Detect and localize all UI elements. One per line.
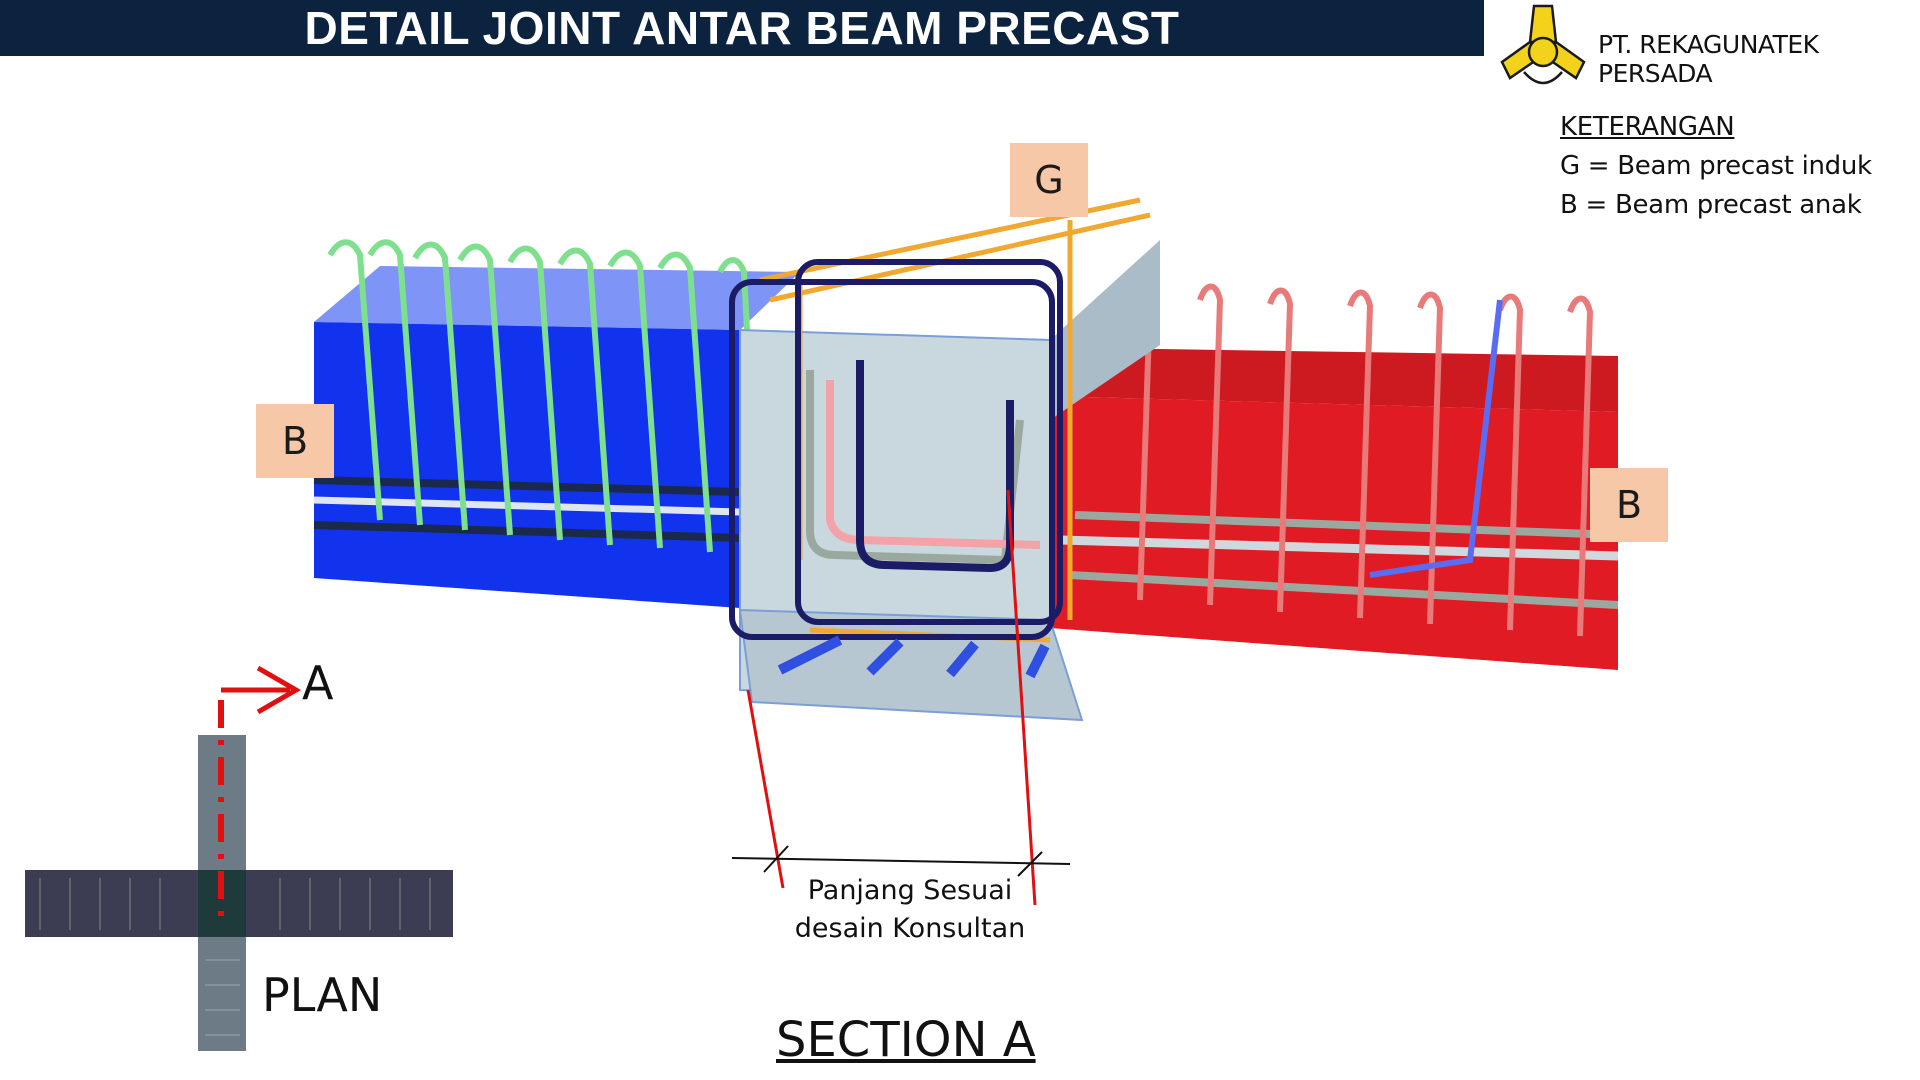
trefoil-logo-icon [1500,4,1586,85]
dimension-note: Panjang Sesuai desain Konsultan [760,872,1060,948]
page-title: DETAIL JOINT ANTAR BEAM PRECAST [304,2,1180,54]
legend-item-girder: G = Beam precast induk [1560,151,1872,181]
dimension-note-line2: desain Konsultan [794,913,1026,944]
legend-title: KETERANGAN [1560,112,1735,142]
dimension-note-line1: Panjang Sesuai [807,875,1013,906]
title-bar [0,0,1484,56]
section-label: SECTION A [776,1012,1036,1068]
dimension-line [731,845,1071,877]
section-cut-lines [746,489,1037,906]
right-beam-b [1050,283,1619,670]
plan-view [25,665,453,1051]
left-beam-b [313,239,800,608]
tag-beam-left-b: B [256,404,334,478]
girder-g [729,197,1160,722]
legend-item-beam: B = Beam precast anak [1560,190,1862,220]
company-name: PT. REKAGUNATEK PERSADA [1598,30,1819,88]
legend: KETERANGAN G = Beam precast induk B = Be… [1560,108,1872,225]
tag-beam-right-b: B [1590,468,1668,542]
tag-girder-g: G [1010,143,1088,217]
section-marker-label: A [302,656,334,710]
plan-label: PLAN [262,968,383,1022]
